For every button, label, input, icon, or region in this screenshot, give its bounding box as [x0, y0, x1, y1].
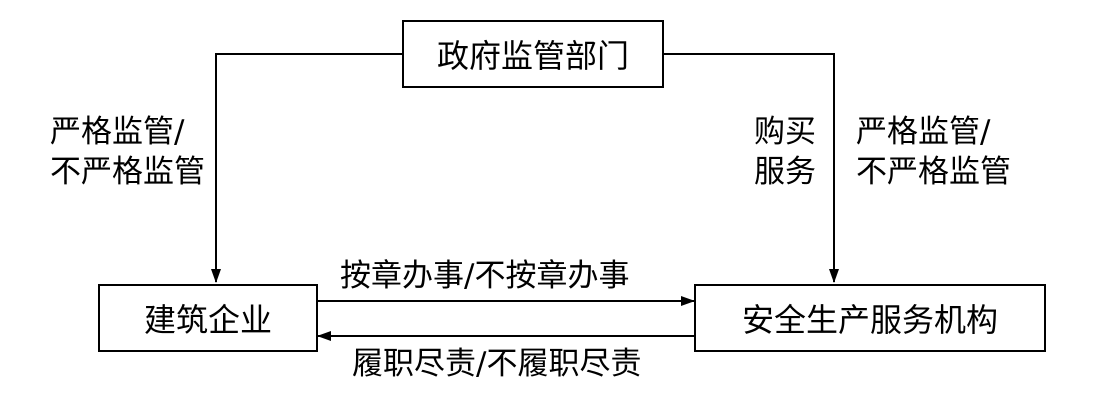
label-gov-to-enterprise-line1: 严格监管/ — [50, 114, 185, 150]
label-supervise-line1: 严格监管/ — [856, 114, 991, 150]
label-supervise-line2: 不严格监管 — [856, 154, 1011, 190]
label-purchase-line2: 服务 — [754, 154, 816, 190]
node-enterprise: 建筑企业 — [98, 284, 318, 352]
edge-gov-to-agency — [664, 53, 839, 283]
label-gov-to-enterprise-line2: 不严格监管 — [50, 154, 205, 190]
label-gov-to-agency-purchase: 购买 服务 — [754, 112, 816, 192]
label-purchase-line1: 购买 — [754, 114, 816, 150]
label-enterprise-to-agency: 按章办事/不按章办事 — [340, 258, 630, 294]
node-government: 政府监管部门 — [402, 20, 664, 88]
node-agency: 安全生产服务机构 — [694, 284, 1046, 352]
edge-gov-to-enterprise — [211, 53, 402, 283]
label-agency-to-enterprise: 履职尽责/不履职尽责 — [352, 346, 642, 382]
label-gov-to-enterprise: 严格监管/ 不严格监管 — [50, 112, 205, 192]
label-gov-to-agency-supervise: 严格监管/ 不严格监管 — [856, 112, 1011, 192]
